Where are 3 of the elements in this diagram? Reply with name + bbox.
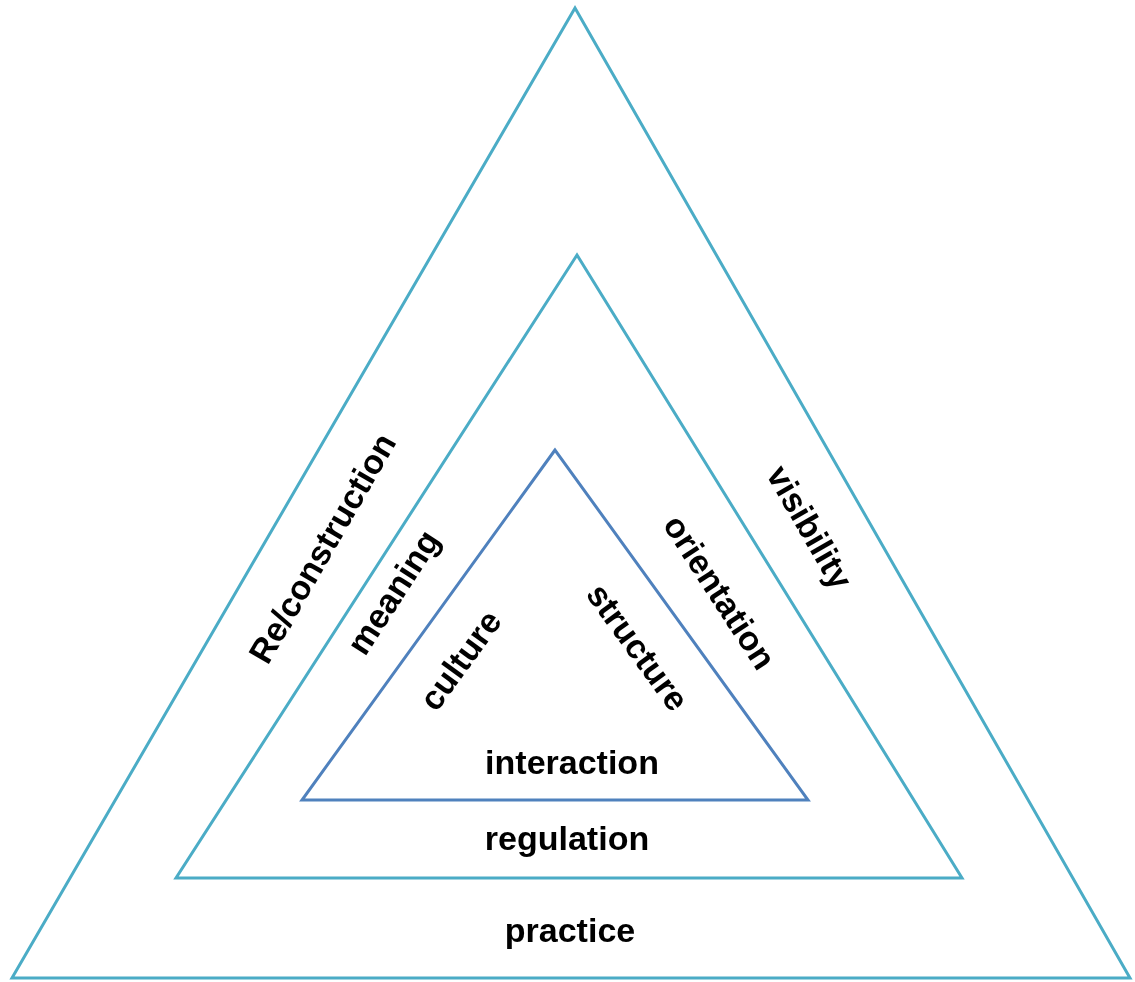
triangle-label: interaction bbox=[485, 745, 659, 779]
triangle-label: practice bbox=[504, 913, 636, 947]
triangle-label: regulation bbox=[484, 821, 650, 855]
